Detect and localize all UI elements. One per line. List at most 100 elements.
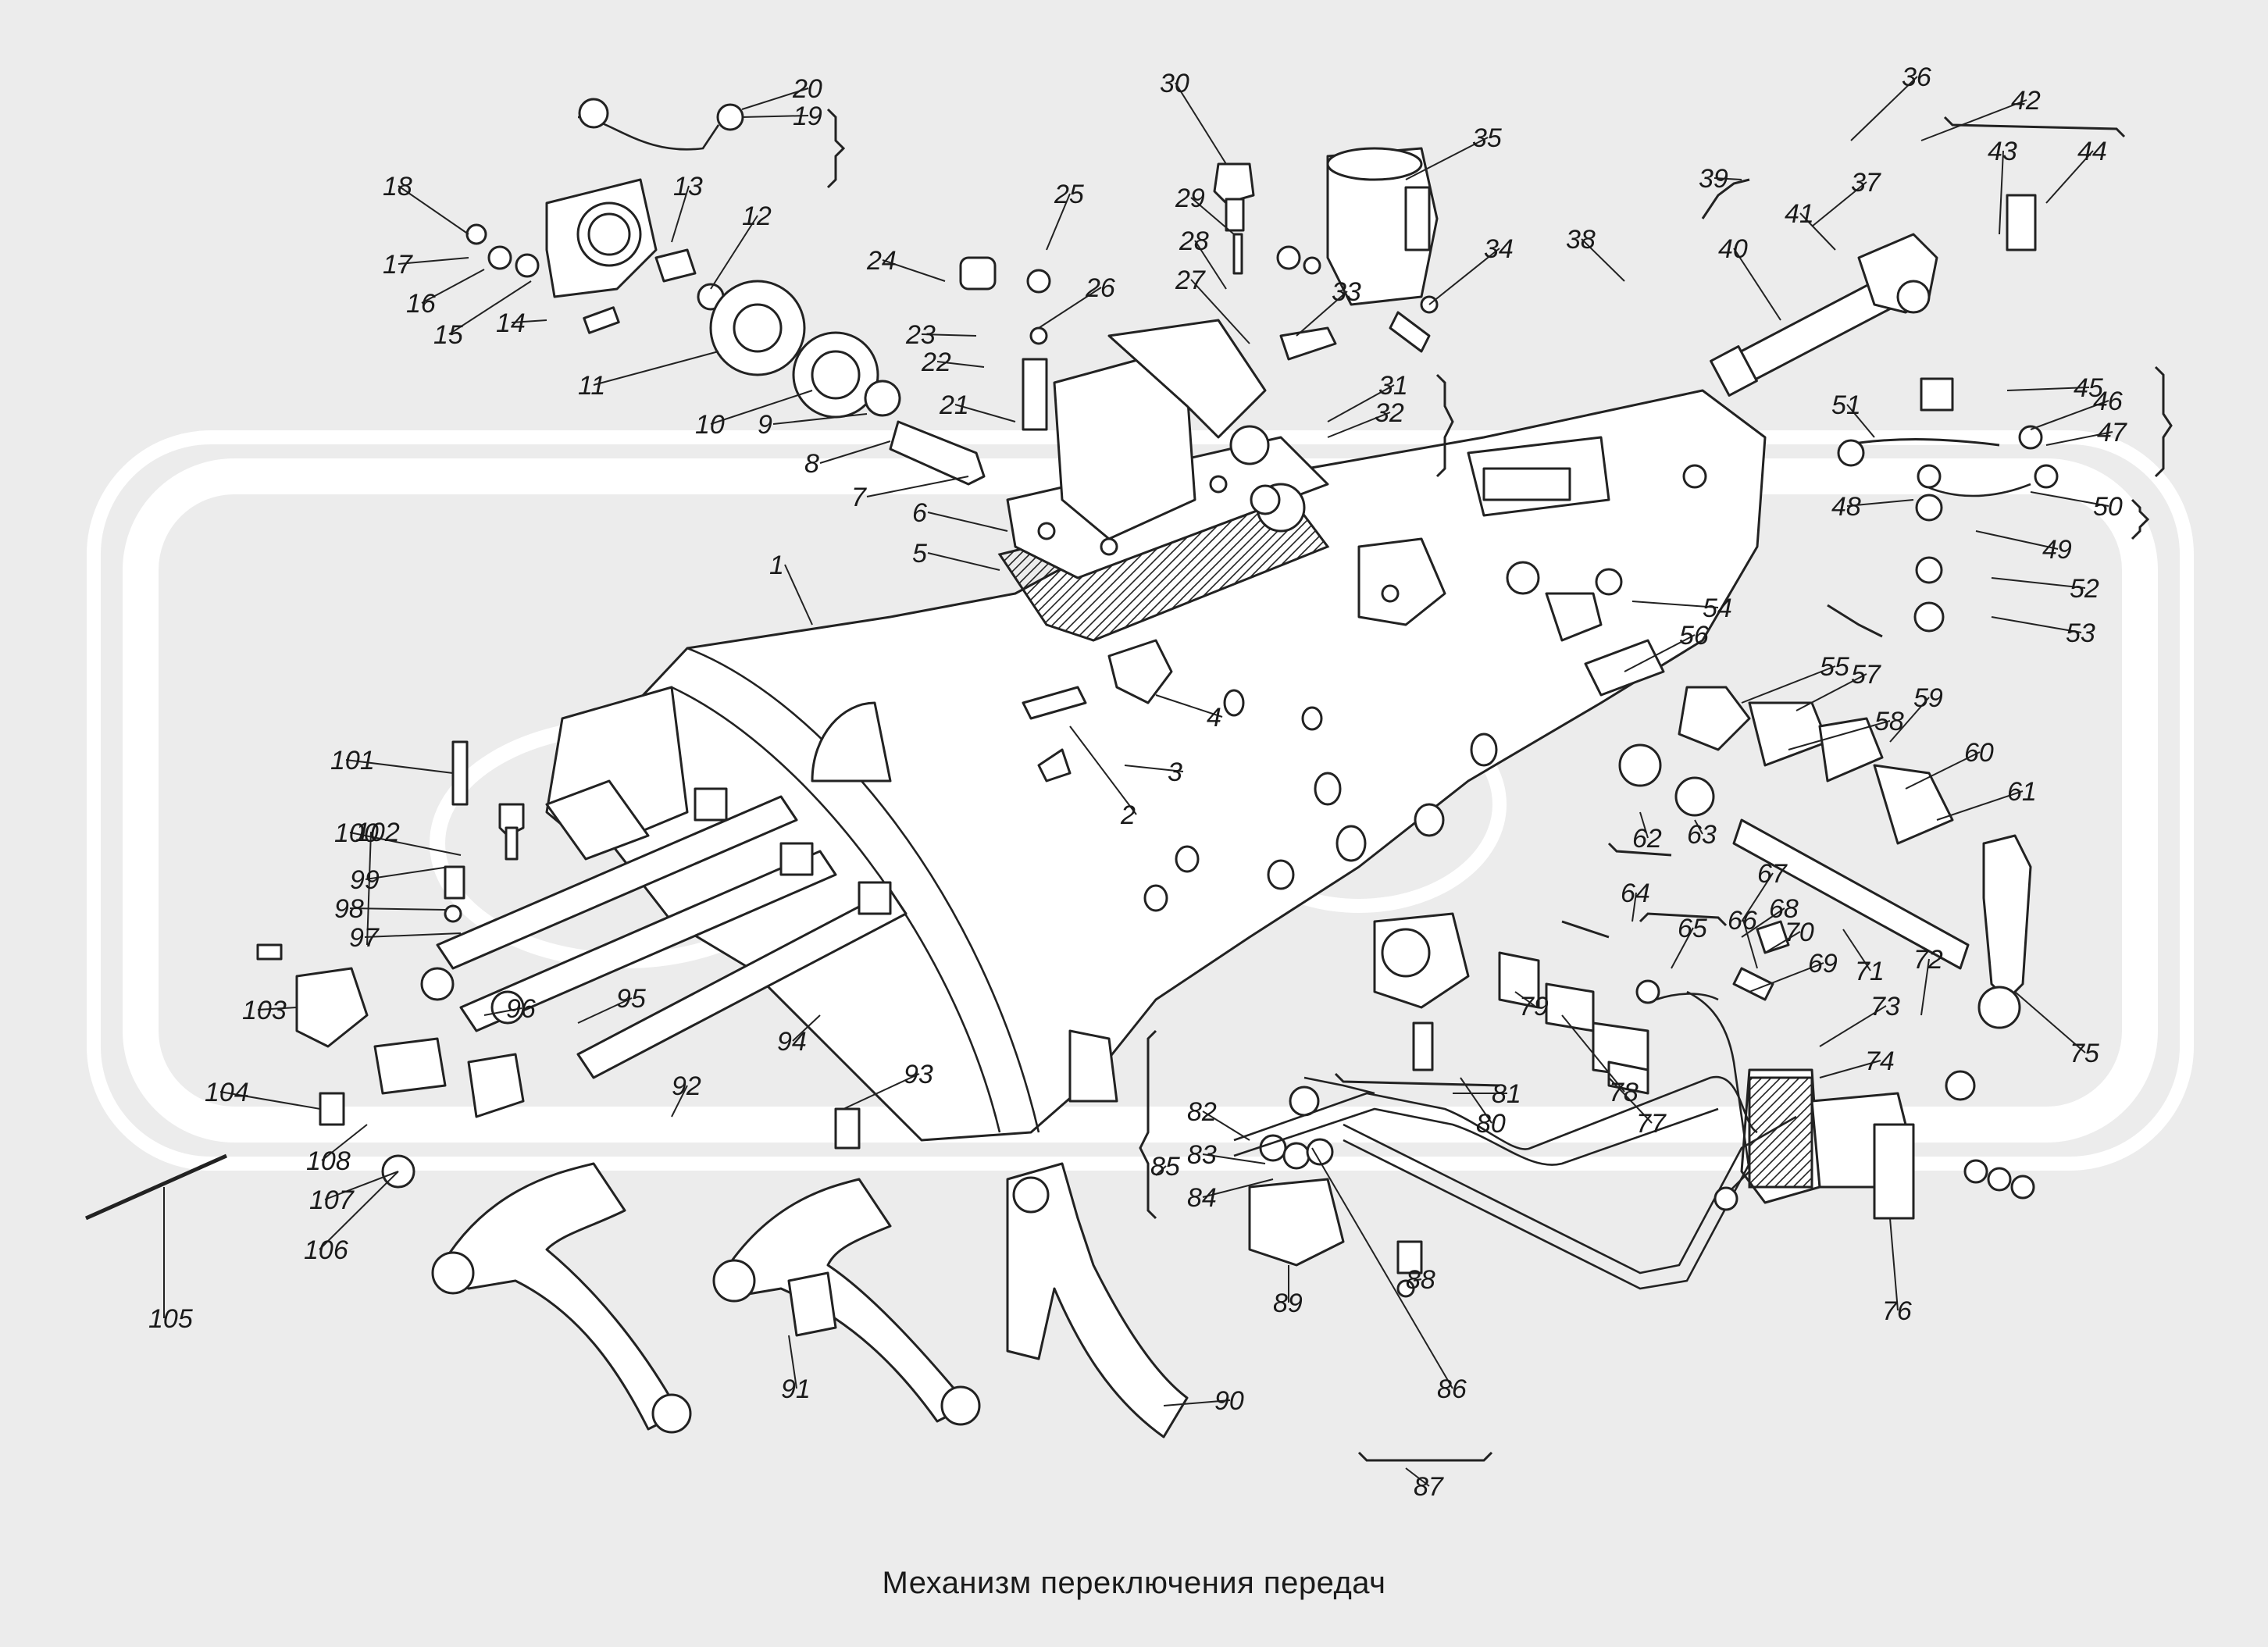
callout-label-4: 4 [1207, 703, 1221, 733]
right-lower-parts [1732, 818, 2035, 1220]
leader-line-84 [1202, 1178, 1274, 1198]
callout-label-19: 19 [793, 102, 822, 131]
callout-label-82: 82 [1187, 1097, 1217, 1127]
callout-label-67: 67 [1757, 859, 1788, 889]
callout-label-63: 63 [1687, 820, 1717, 850]
leader-line-65 [1671, 927, 1694, 969]
callout-label-85: 85 [1150, 1152, 1180, 1182]
leader-line-5 [927, 552, 1000, 571]
leader-line-68 [1741, 907, 1785, 938]
leader-line-54 [1631, 601, 1719, 608]
callout-label-78: 78 [1609, 1078, 1639, 1107]
callout-label-39: 39 [1699, 164, 1728, 194]
diagram-caption: Механизм переключения передач [882, 1566, 1386, 1600]
leader-line-19 [741, 115, 809, 118]
callout-label-46: 46 [2093, 387, 2123, 416]
callout-label-6: 6 [912, 498, 927, 528]
leader-line-30 [1175, 82, 1227, 165]
callout-label-92: 92 [672, 1071, 701, 1101]
callout-label-104: 104 [205, 1078, 249, 1107]
leader-line-25 [1046, 193, 1071, 251]
leader-line-42 [1920, 99, 2027, 141]
callout-label-72: 72 [1913, 945, 1943, 975]
leader-line-38 [1581, 238, 1625, 282]
callout-label-33: 33 [1332, 277, 1361, 307]
leader-line-28 [1194, 240, 1227, 290]
leader-line-88 [1413, 1278, 1422, 1282]
leader-line-34 [1428, 248, 1500, 305]
callout-label-12: 12 [742, 201, 772, 231]
leader-line-92 [671, 1085, 688, 1118]
callout-labels: 1234567891011121314151617181920212223242… [148, 62, 2127, 1502]
callout-label-108: 108 [306, 1146, 351, 1176]
callout-label-65: 65 [1678, 914, 1707, 943]
leader-line-97 [364, 932, 462, 938]
leader-line-29 [1190, 197, 1235, 235]
callout-label-9: 9 [758, 410, 772, 440]
callout-label-17: 17 [383, 250, 413, 280]
callout-label-13: 13 [673, 172, 703, 201]
leader-line-63 [1694, 819, 1703, 835]
leader-line-104 [219, 1091, 321, 1110]
callout-label-103: 103 [242, 996, 287, 1025]
callout-label-27: 27 [1175, 266, 1206, 295]
leader-line-107 [324, 1171, 399, 1200]
leader-line-6 [927, 512, 1008, 532]
leader-line-4 [1155, 694, 1223, 718]
leader-line-95 [577, 997, 633, 1024]
leader-line-100 [349, 832, 462, 856]
callout-label-1: 1 [769, 551, 784, 580]
leader-line-48 [1846, 499, 1914, 507]
leader-line-71 [1842, 929, 1871, 971]
callout-label-29: 29 [1175, 184, 1205, 213]
callout-label-94: 94 [777, 1027, 807, 1057]
callout-label-15: 15 [433, 320, 463, 350]
leader-line-61 [1936, 790, 2024, 821]
callout-label-22: 22 [921, 348, 951, 377]
shift-rails [295, 779, 908, 1118]
leader-line-39 [1713, 177, 1742, 180]
callout-label-11: 11 [578, 371, 605, 401]
callout-label-83: 83 [1187, 1140, 1217, 1170]
callout-label-16: 16 [406, 289, 436, 319]
leader-line-73 [1819, 1005, 1887, 1047]
housing-bosses [1143, 689, 1498, 912]
leader-line-77 [1608, 1077, 1653, 1124]
leader-line-12 [710, 215, 758, 290]
leader-line-9 [772, 413, 868, 425]
leader-line-16 [421, 269, 485, 304]
leader-line-11 [593, 351, 719, 386]
leader-line-66 [1742, 919, 1758, 969]
leader-line-57 [1796, 673, 1867, 711]
leader-line-72 [1920, 958, 1930, 1016]
callout-label-86: 86 [1437, 1374, 1467, 1404]
callout-label-55: 55 [1820, 652, 1849, 682]
callout-label-102: 102 [355, 818, 400, 847]
callout-label-26: 26 [1085, 273, 1115, 303]
callout-label-96: 96 [506, 994, 536, 1024]
callout-label-100: 100 [334, 818, 379, 848]
callout-label-57: 57 [1851, 660, 1881, 690]
callout-label-79: 79 [1519, 992, 1549, 1021]
top-center-parts [959, 147, 1439, 431]
callout-label-61: 61 [2007, 777, 2037, 807]
callout-label-97: 97 [349, 923, 380, 953]
leader-line-103 [257, 1007, 298, 1011]
callout-label-47: 47 [2097, 418, 2127, 447]
callout-label-76: 76 [1882, 1296, 1912, 1326]
callout-label-31: 31 [1378, 371, 1408, 401]
callout-label-45: 45 [2074, 373, 2103, 403]
leader-line-17 [398, 257, 469, 265]
leader-line-33 [1296, 291, 1348, 337]
leader-line-76 [1889, 1217, 1899, 1311]
callout-label-2: 2 [1120, 800, 1136, 830]
callout-label-70: 70 [1785, 918, 1814, 947]
leader-line-31 [1327, 384, 1395, 422]
leader-line-13 [671, 185, 690, 243]
group-brackets [826, 108, 2173, 1462]
leader-line-7 [866, 476, 969, 497]
callout-label-98: 98 [334, 894, 364, 924]
leader-line-41 [1799, 212, 1836, 251]
leader-line-102 [366, 831, 372, 946]
